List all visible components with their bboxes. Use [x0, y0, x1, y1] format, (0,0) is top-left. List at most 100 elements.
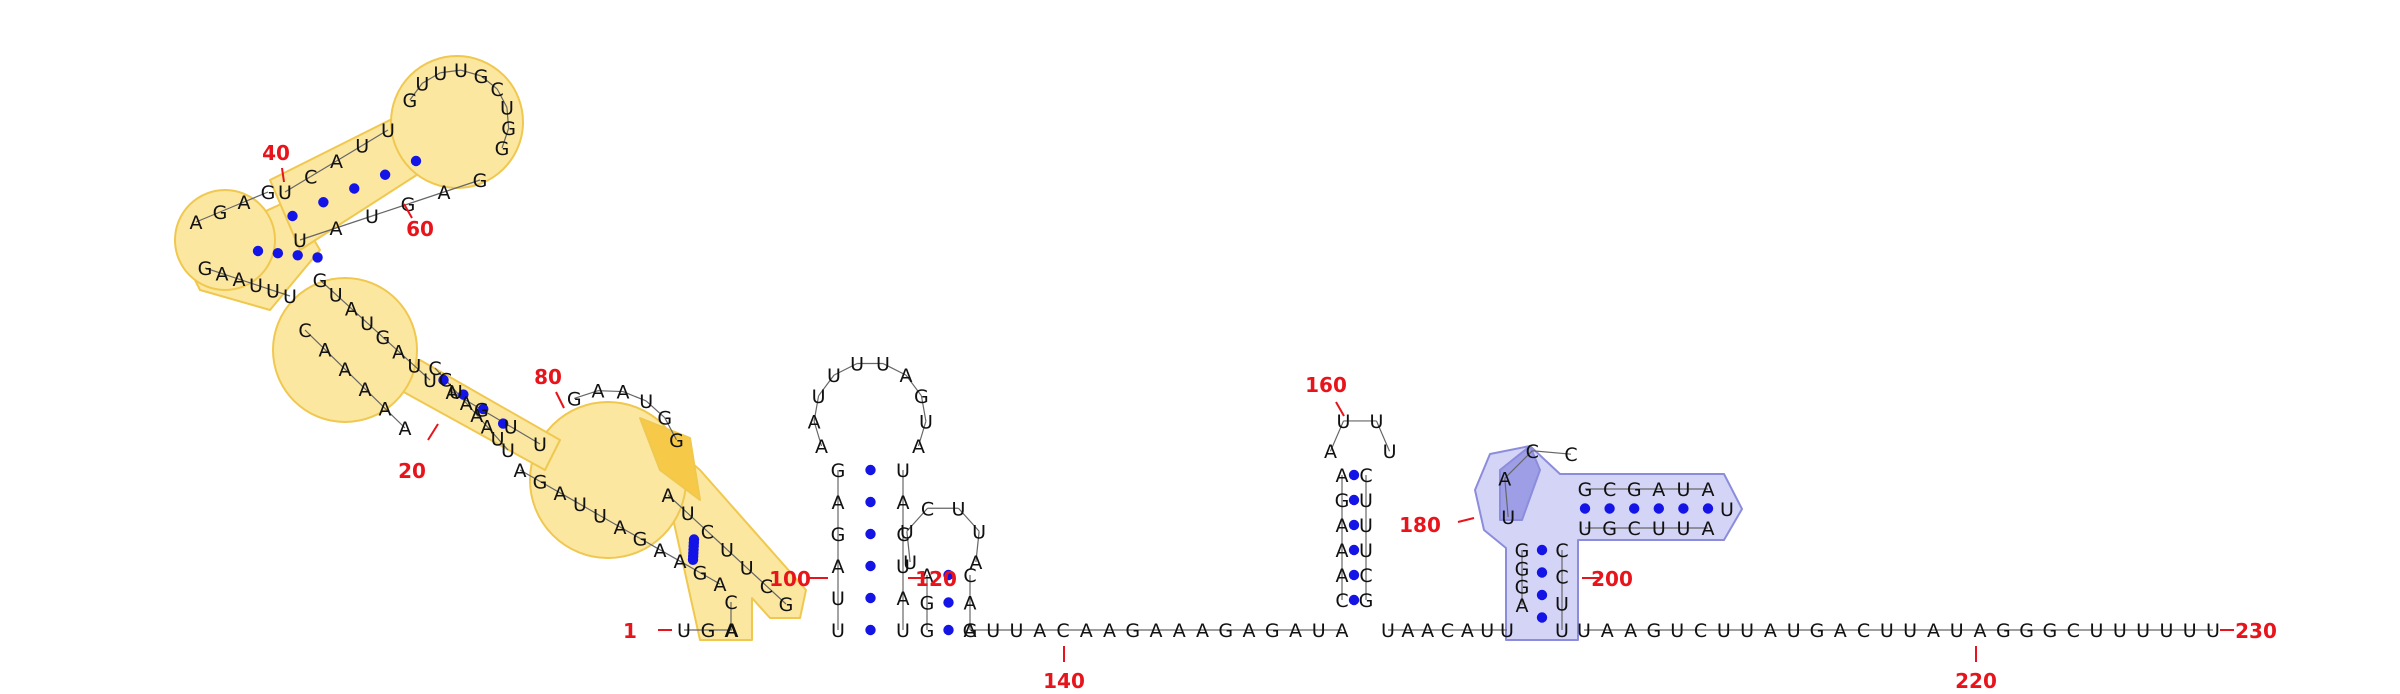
base-pair-dot	[1536, 567, 1548, 578]
nucleotide: G	[831, 524, 846, 546]
nucleotide: A	[1324, 441, 1337, 463]
nucleotide: U	[1577, 620, 1591, 642]
backbone-segment	[906, 531, 911, 563]
nucleotide: G	[2043, 620, 2058, 642]
nucleotide: U	[423, 370, 437, 392]
nucleotide: C	[491, 79, 504, 101]
nucleotide: A	[614, 517, 627, 539]
base-pair-dot	[1678, 503, 1689, 514]
nucleotide: G	[198, 258, 213, 280]
nucleotide: U	[919, 411, 933, 433]
backbone-segment	[667, 494, 689, 514]
position-tick	[281, 167, 285, 183]
nucleotide: A	[238, 192, 251, 214]
backbone-segment	[539, 480, 561, 494]
backbone-segment	[501, 128, 510, 149]
position-label: 1	[623, 619, 637, 643]
nucleotide: U	[293, 230, 307, 252]
backbone-segment	[413, 365, 431, 381]
base-pair-dot	[1536, 612, 1548, 623]
nucleotide: A	[969, 552, 982, 574]
nucleotide: U	[812, 386, 826, 408]
nucleotide: U	[1670, 620, 1684, 642]
nucleotide: A	[1336, 620, 1349, 642]
nucleotide: G	[261, 182, 276, 204]
nucleotide: U	[1370, 411, 1384, 433]
nucleotide: U	[1578, 518, 1592, 540]
nucleotide: G	[779, 594, 794, 616]
nucleotide: U	[278, 182, 292, 204]
nucleotide: A	[1336, 515, 1349, 537]
position-label: 160	[1305, 373, 1347, 397]
nucleotide: A	[481, 417, 494, 439]
nucleotide: A	[964, 593, 977, 615]
nucleotide: A	[330, 218, 343, 240]
base-pair-dot	[943, 569, 954, 581]
nucleotide: U	[266, 280, 280, 302]
nucleotide: G	[1515, 577, 1530, 599]
nucleotide: C	[1564, 444, 1577, 466]
nucleotide: U	[407, 356, 421, 378]
nucleotide: A	[674, 551, 687, 573]
nucleotide: G	[831, 460, 846, 482]
nucleotide: U	[415, 73, 429, 95]
base-pair-dot	[865, 496, 876, 508]
backbone-segment	[920, 395, 927, 422]
nucleotide: A	[1702, 518, 1715, 540]
nucleotide: A	[330, 151, 343, 173]
backbone-segment	[1375, 420, 1391, 452]
backbone-segment	[906, 507, 928, 532]
nucleotide: A	[319, 340, 332, 362]
nucleotide: U	[1312, 620, 1326, 642]
base-pair-dot	[292, 250, 303, 261]
nucleotide: U	[381, 120, 395, 142]
backbone-segment	[622, 391, 647, 402]
nucleotide: U	[501, 440, 515, 462]
backbone-segment	[364, 388, 386, 409]
nucleotide: C	[439, 370, 452, 392]
nucleotide: U	[1652, 518, 1666, 540]
backbone-segment	[645, 400, 666, 419]
backbone-segment	[476, 414, 488, 427]
nucleotide: A	[897, 588, 910, 610]
nucleotide: G	[1647, 620, 1662, 642]
backbone-segment	[361, 129, 389, 147]
nucleotide: C	[1335, 590, 1348, 612]
nucleotide: A	[190, 212, 203, 234]
backbone-segment	[204, 267, 223, 275]
nucleotide: U	[1383, 441, 1397, 463]
nucleotide: U	[491, 428, 505, 450]
nucleotide: U	[1720, 499, 1734, 521]
backbone-segment	[409, 82, 423, 101]
backbone-segment	[460, 69, 482, 77]
base-pair-dot	[478, 403, 489, 415]
nucleotide: G	[403, 90, 418, 112]
nucleotide: U	[1903, 620, 1917, 642]
backbone-segment	[687, 512, 708, 532]
domain1-internal-highlight	[174, 189, 276, 291]
domain1-multiloop-highlight	[272, 277, 418, 423]
nucleotide: U	[1950, 620, 1964, 642]
backbone-segment	[384, 407, 406, 429]
base-pair-dot	[497, 418, 509, 429]
nucleotide: U	[1480, 620, 1494, 642]
nucleotide: C	[963, 565, 976, 587]
nucleotide: U	[903, 552, 917, 574]
nucleotide: U	[2183, 620, 2197, 642]
nucleotide: U	[972, 521, 986, 543]
nucleotide: A	[1150, 620, 1163, 642]
backbone-segment	[639, 537, 661, 551]
position-label: 80	[534, 365, 562, 389]
nucleotide: A	[815, 436, 828, 458]
nucleotide: G	[1515, 540, 1530, 562]
nucleotide: A	[359, 379, 372, 401]
nucleotide: U	[831, 620, 845, 642]
nucleotide: G	[633, 528, 648, 550]
backbone-segment	[336, 144, 363, 162]
base-pair-dot	[865, 624, 876, 636]
base-pair-dot	[865, 592, 876, 604]
nucleotide: A	[514, 460, 527, 482]
nucleotide: G	[1996, 620, 2011, 642]
nucleotide: A	[725, 620, 738, 642]
nucleotide: A	[1461, 620, 1474, 642]
